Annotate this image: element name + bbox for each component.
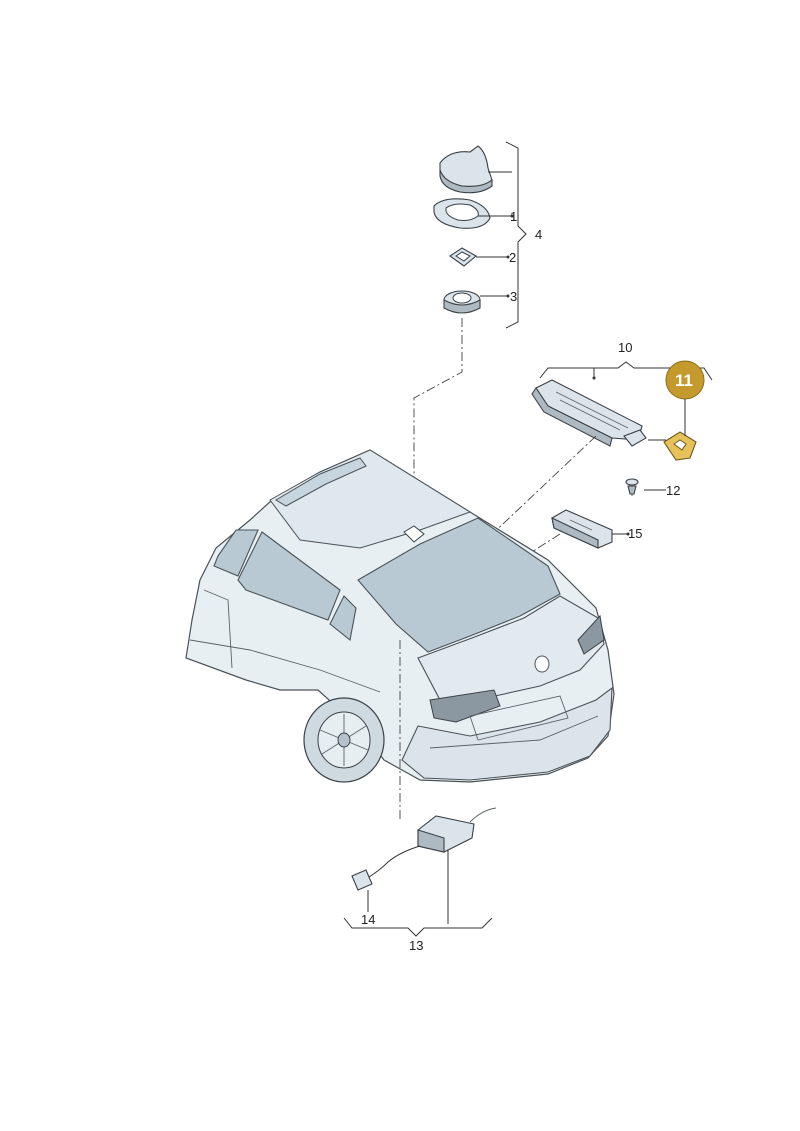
label-14: 14	[361, 912, 375, 927]
label-1: 1	[510, 209, 517, 224]
car-illustration	[185, 449, 615, 783]
callout-11[interactable]: 11	[665, 360, 705, 400]
label-4: 4	[535, 227, 542, 242]
cable-module	[351, 807, 497, 891]
label-15: 15	[628, 526, 642, 541]
label-3: 3	[510, 289, 517, 304]
antenna-gasket-small	[449, 247, 477, 267]
amplifier-clip-highlighted	[663, 431, 697, 461]
label-12: 12	[666, 483, 680, 498]
antenna-nut	[443, 290, 481, 314]
antenna-amplifier	[531, 379, 647, 447]
label-10: 10	[618, 340, 632, 355]
label-11: 11	[675, 371, 693, 390]
screw	[625, 478, 639, 496]
antenna-fin	[439, 145, 493, 194]
label-2: 2	[509, 250, 516, 265]
label-13: 13	[409, 938, 423, 953]
module-15	[551, 509, 613, 549]
antenna-seal	[433, 198, 491, 229]
